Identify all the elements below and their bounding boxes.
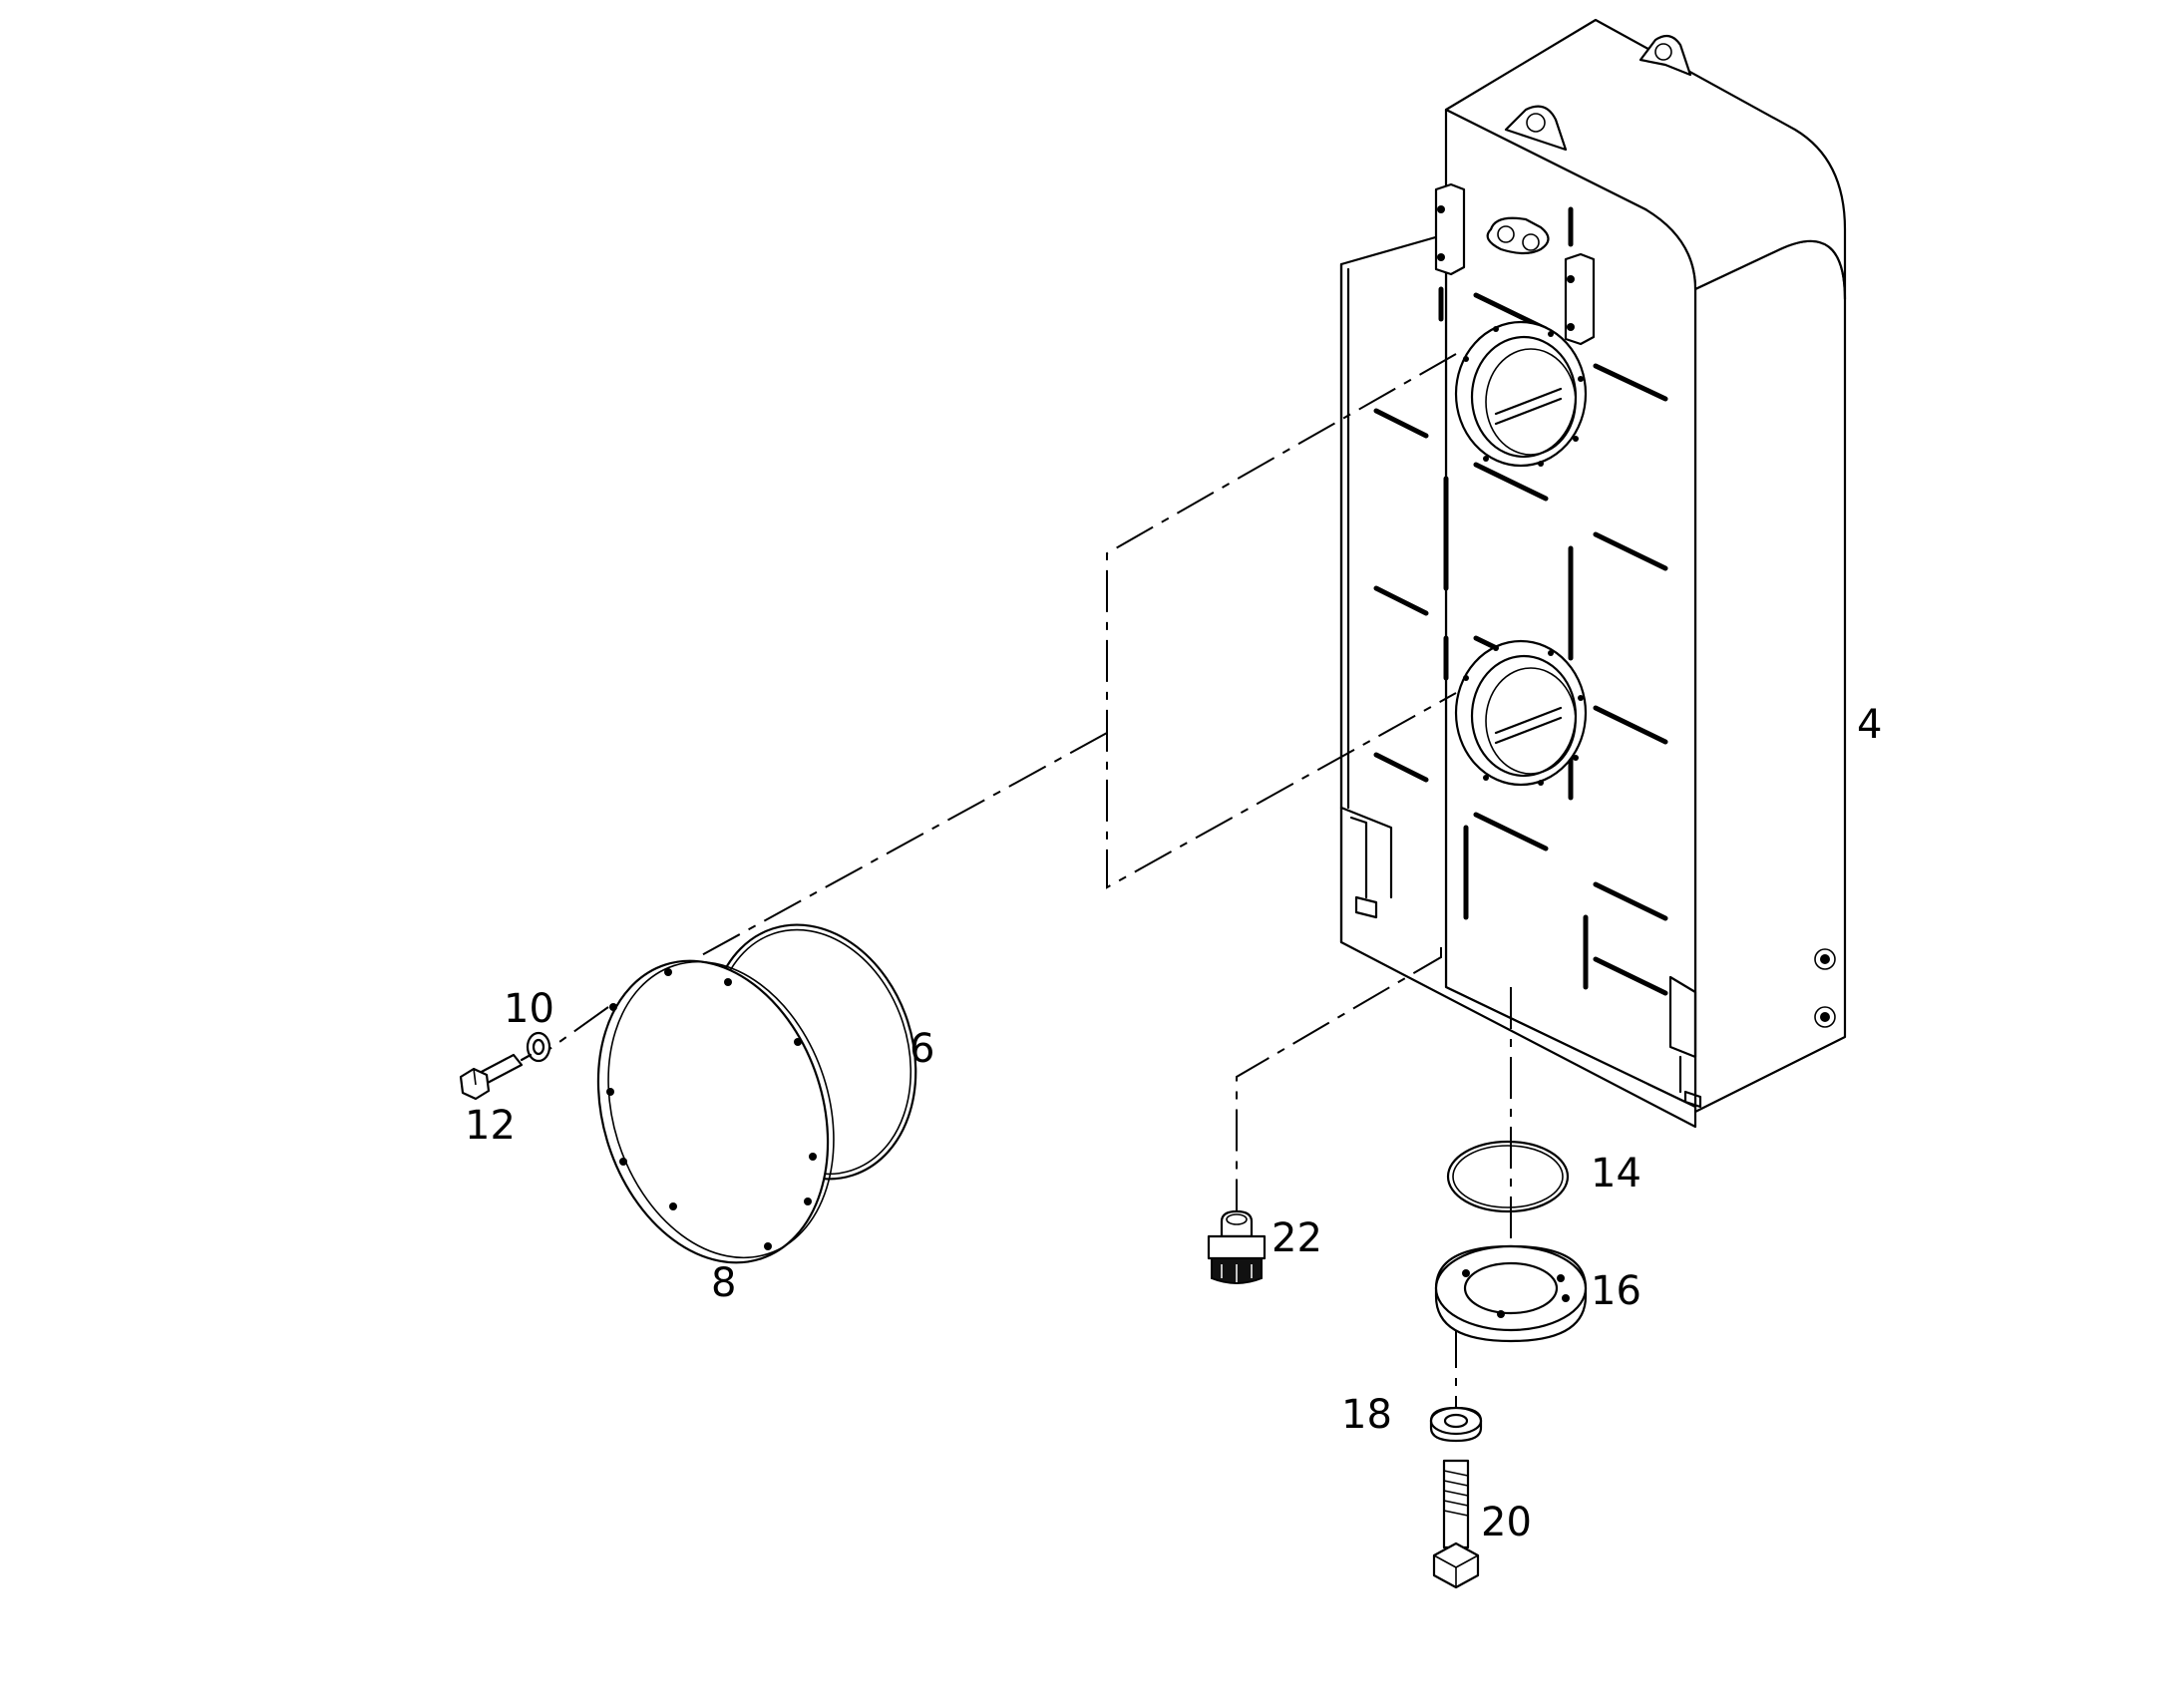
washer-part-18[interactable] <box>1429 1406 1483 1443</box>
callout-18: 18 <box>1341 1392 1392 1438</box>
bolt-part-20[interactable] <box>1432 1459 1480 1589</box>
bolt-part-12[interactable] <box>459 1053 533 1101</box>
callout-16: 16 <box>1591 1268 1641 1314</box>
cover-plate-part-8[interactable] <box>560 931 870 1293</box>
callout-20: 20 <box>1481 1500 1532 1545</box>
callout-22: 22 <box>1272 1215 1322 1261</box>
callout-labels: 4 6 8 10 12 14 16 18 20 22 <box>465 702 1882 1545</box>
callout-8: 8 <box>711 1260 736 1306</box>
cable-gland-part-22[interactable] <box>1207 1209 1267 1284</box>
callout-4: 4 <box>1857 702 1882 748</box>
callout-10: 10 <box>504 986 554 1032</box>
housing-part-4[interactable] <box>1339 18 1847 1129</box>
callout-14: 14 <box>1591 1151 1641 1196</box>
washer-part-10[interactable] <box>526 1031 551 1063</box>
callout-12: 12 <box>465 1103 516 1149</box>
o-ring-part-14[interactable] <box>1446 1140 1570 1213</box>
callout-6: 6 <box>909 1026 934 1072</box>
ring-bolt-holes <box>1463 326 1584 786</box>
flange-part-16[interactable] <box>1434 1244 1588 1343</box>
